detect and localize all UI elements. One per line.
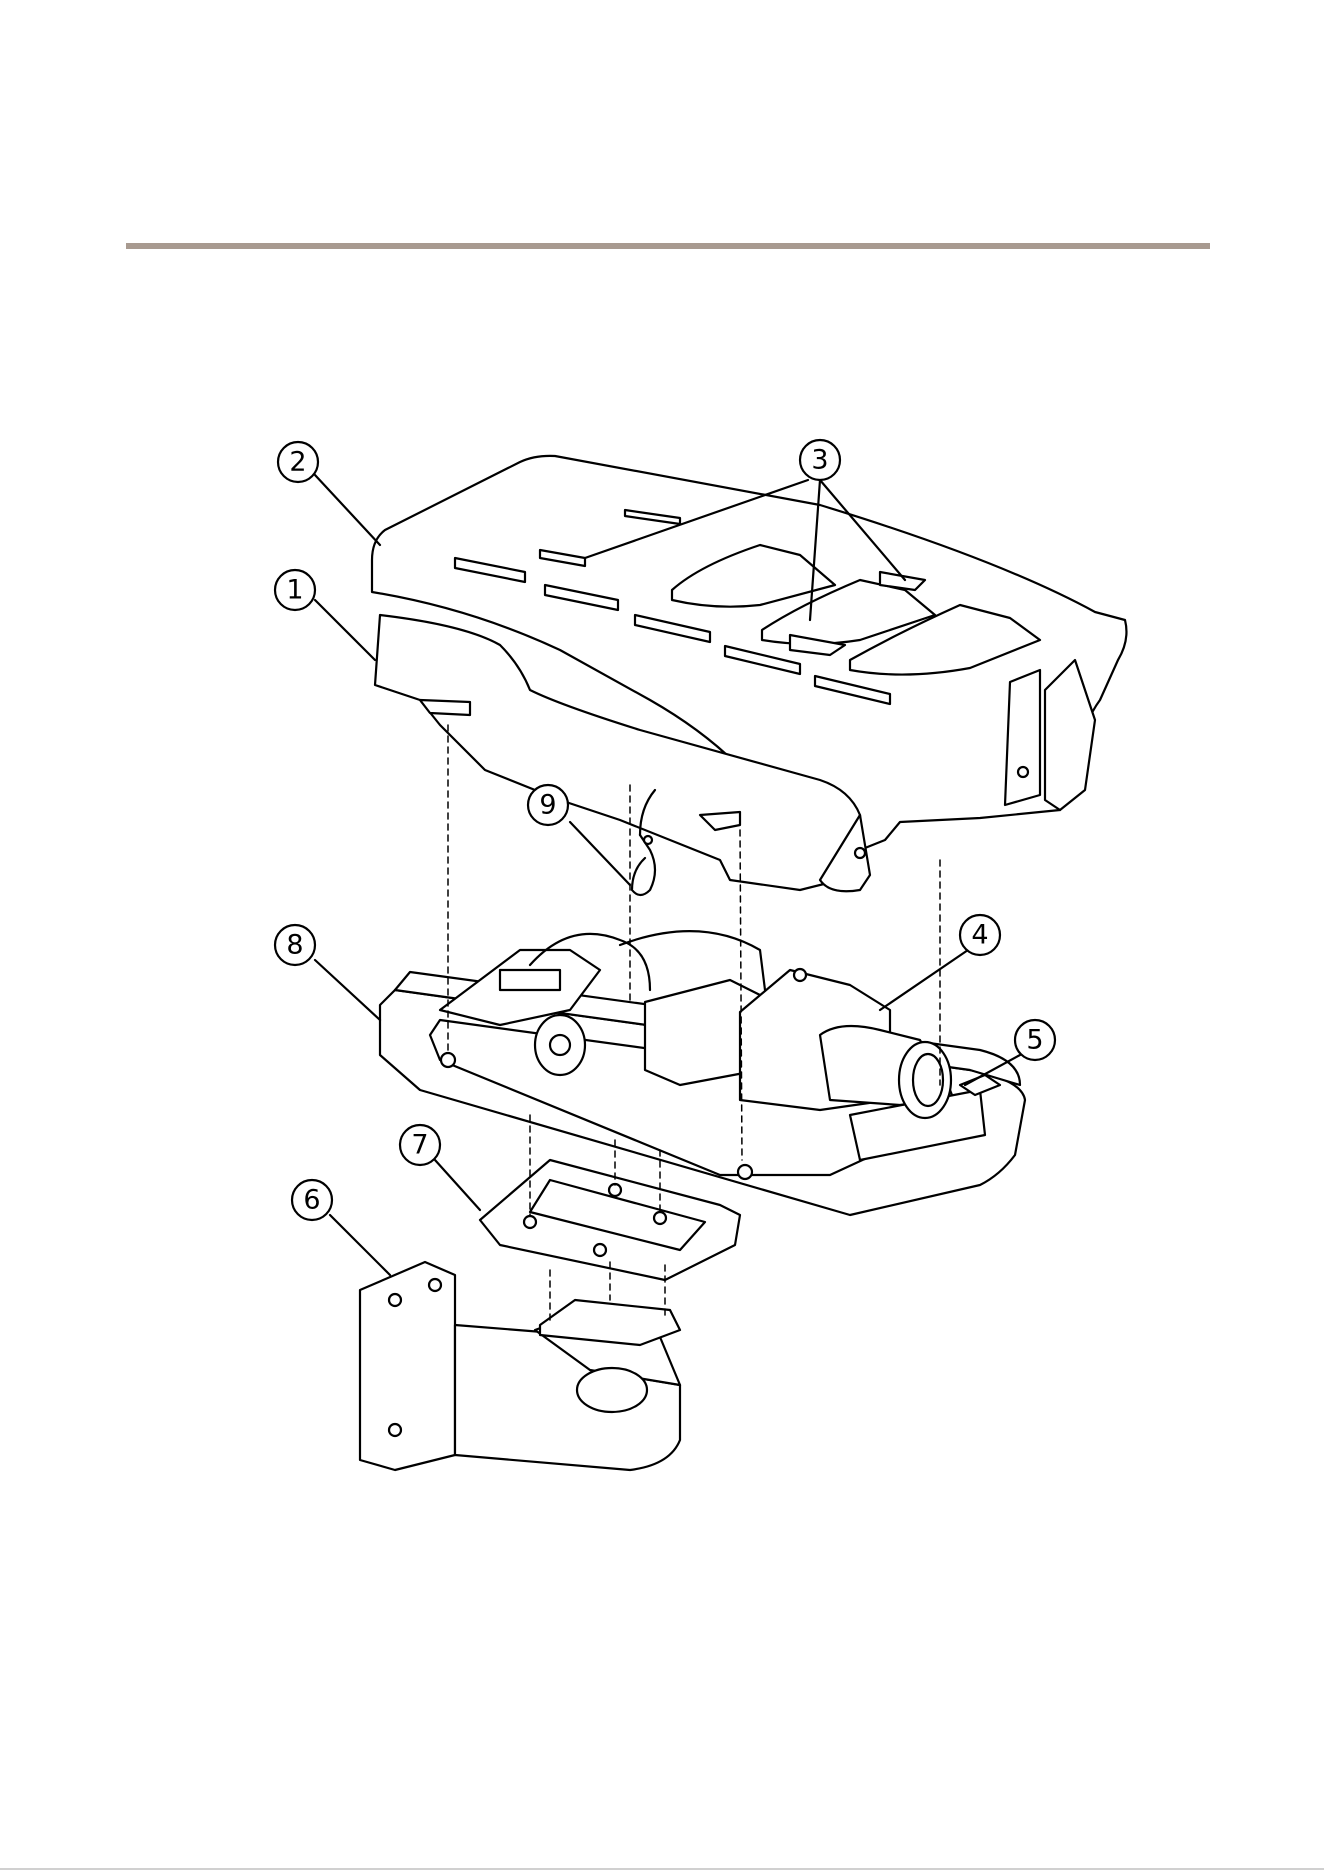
footer-rule (0, 1868, 1324, 1870)
callout-1: 1 (275, 570, 315, 610)
callout-9: 9 (528, 785, 568, 825)
callout-6: 6 (292, 1180, 332, 1220)
svg-text:6: 6 (303, 1185, 320, 1216)
svg-text:5: 5 (1026, 1025, 1043, 1056)
svg-text:4: 4 (971, 920, 988, 951)
svg-text:8: 8 (286, 930, 303, 961)
svg-text:2: 2 (289, 447, 306, 478)
svg-text:1: 1 (286, 575, 303, 606)
callout-5: 5 (1015, 1020, 1055, 1060)
callout-7: 7 (400, 1125, 440, 1165)
camera-module (740, 969, 951, 1118)
svg-text:3: 3 (811, 445, 828, 476)
svg-text:9: 9 (539, 790, 556, 821)
callout-4: 4 (960, 915, 1000, 955)
svg-text:7: 7 (411, 1130, 428, 1161)
wall-bracket (360, 1262, 680, 1470)
callout-8: 8 (275, 925, 315, 965)
callout-3: 3 (800, 440, 840, 480)
callout-2: 2 (278, 442, 318, 482)
